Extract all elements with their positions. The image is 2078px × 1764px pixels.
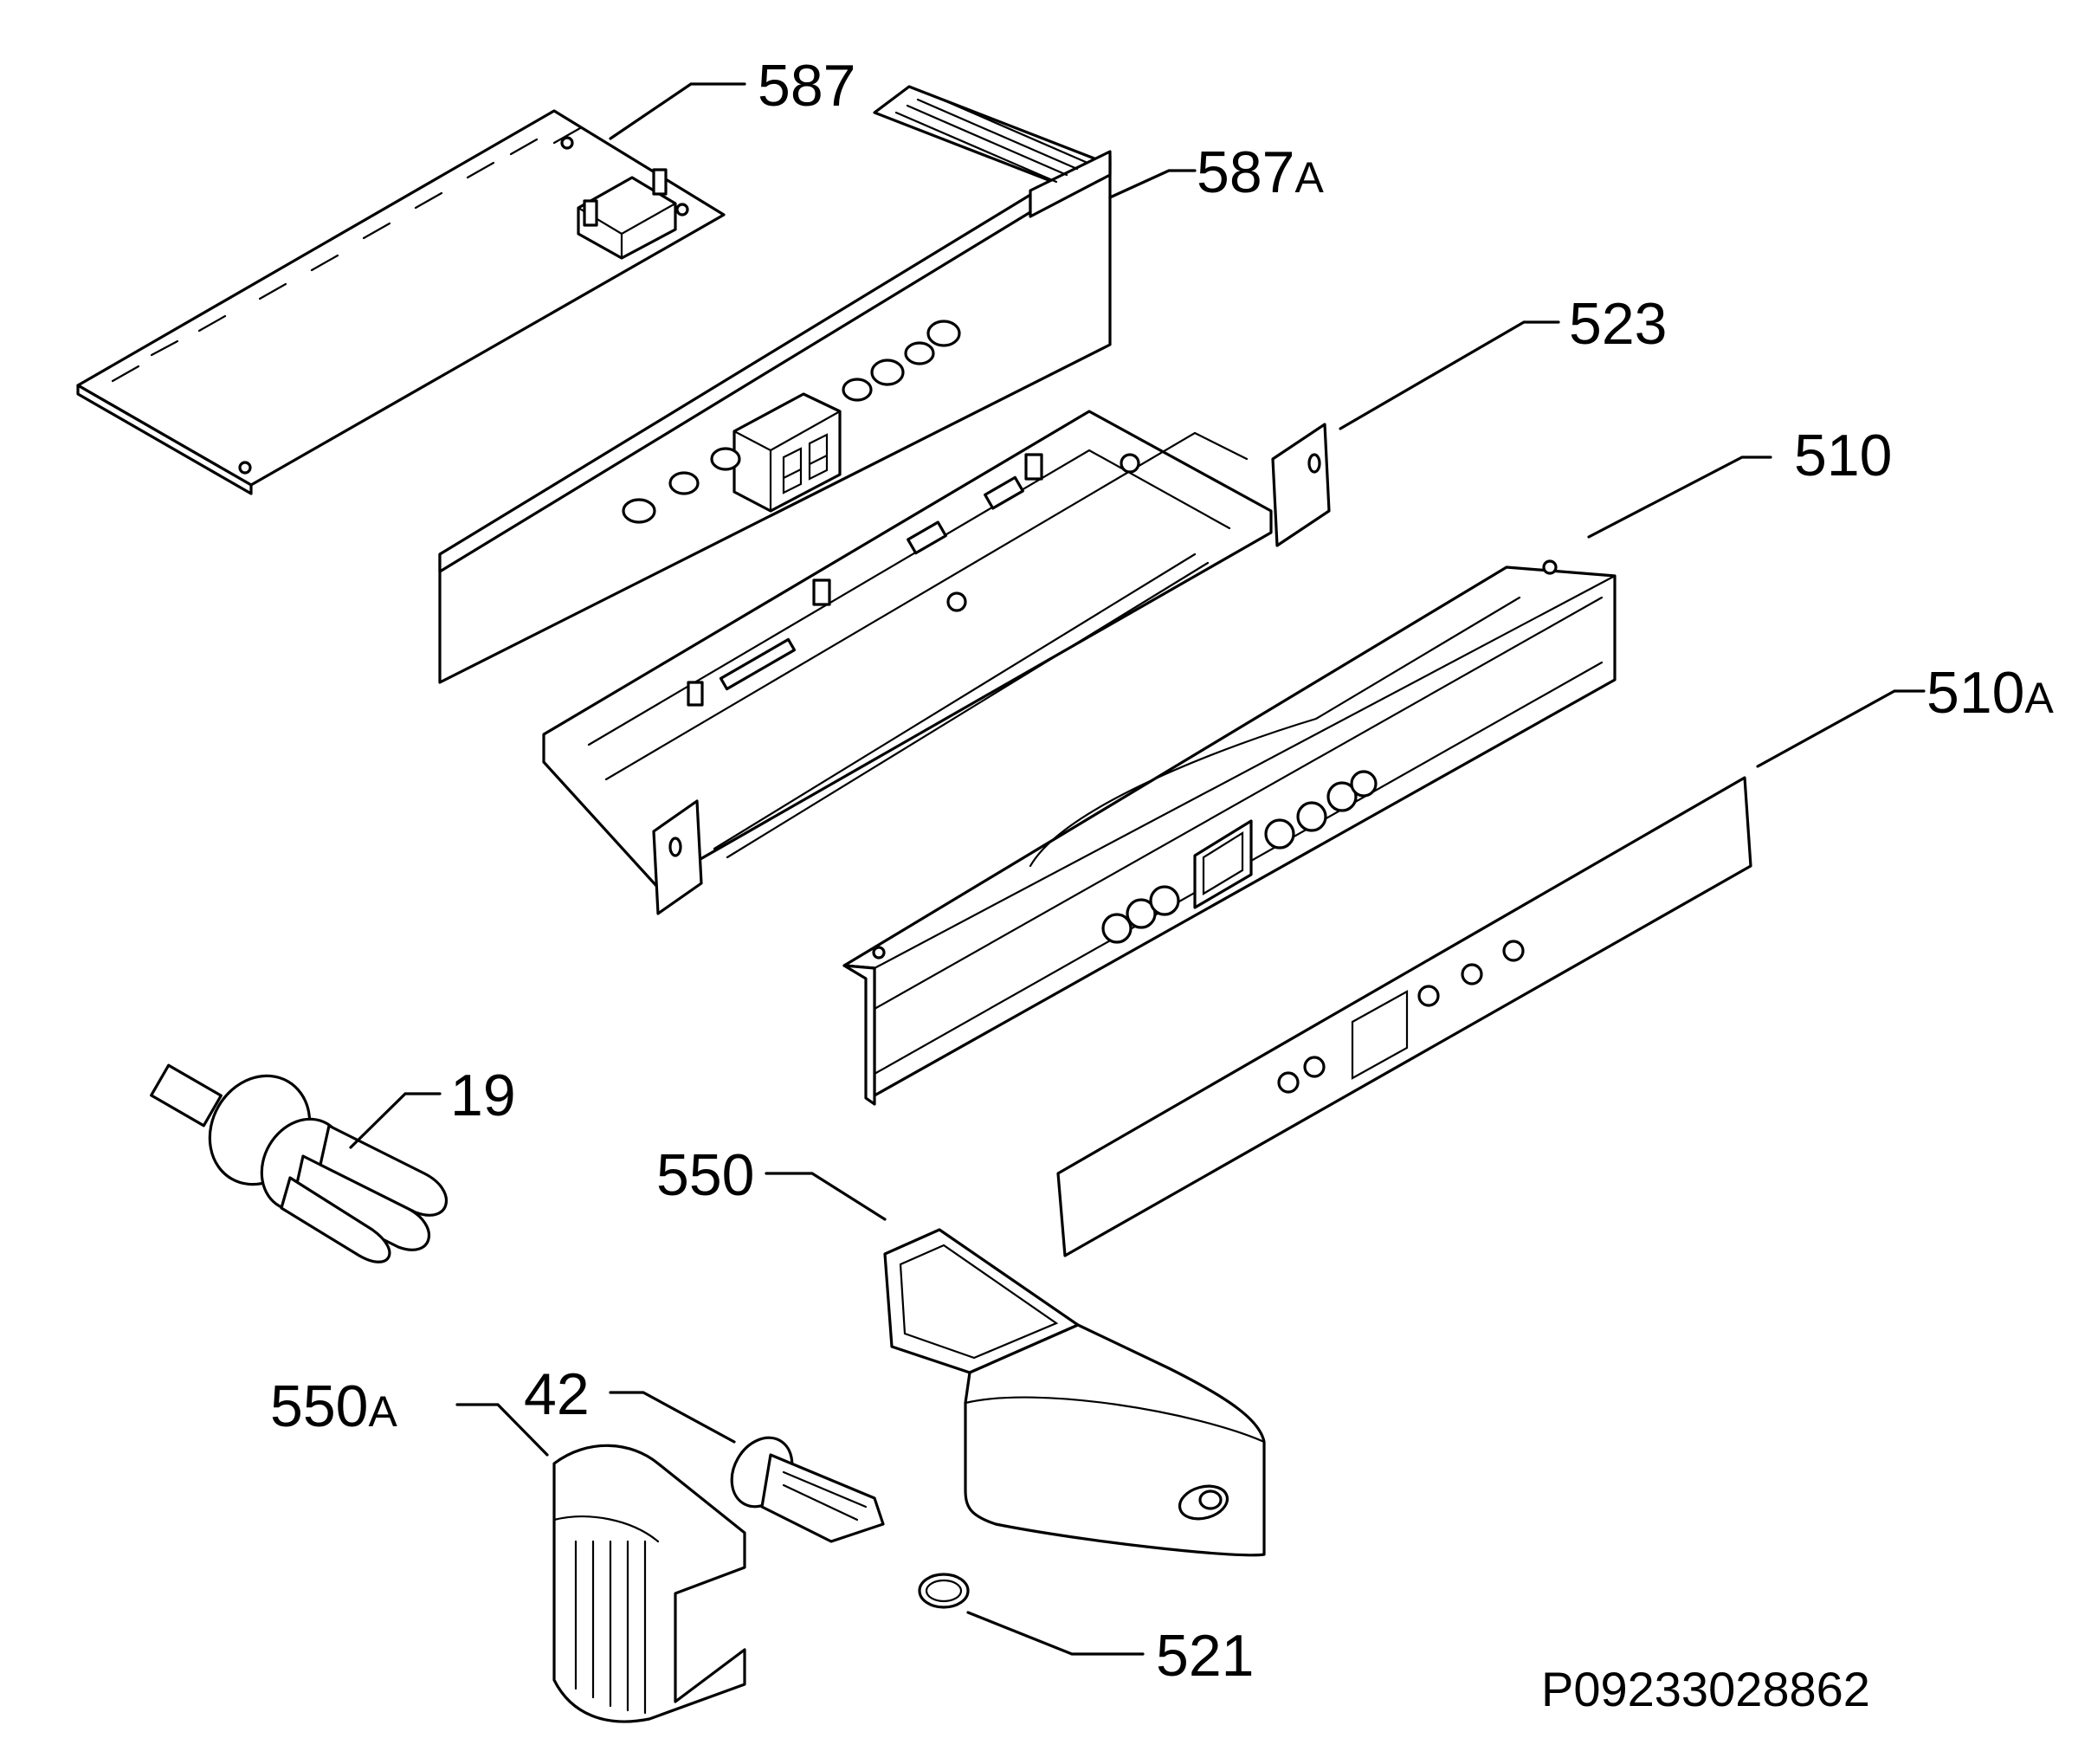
leader-lines [349, 82, 1926, 1656]
part-19-lamp [150, 1063, 449, 1263]
part-510a-fascia [1056, 776, 1752, 1257]
control-panel-knobs [1101, 770, 1378, 944]
callout-510: 510 [1794, 423, 1892, 488]
callout-587: 587 [758, 53, 855, 119]
reference-code: P09233028862 [1541, 1662, 1870, 1716]
part-587a-display-board [438, 85, 1112, 684]
callout-521: 521 [1156, 1623, 1254, 1689]
part-550a-cover [552, 1444, 746, 1723]
callout-587a: 587A [1197, 139, 1324, 205]
callout-523: 523 [1569, 291, 1667, 357]
callout-42: 42 [524, 1361, 590, 1427]
part-550-housing [883, 1228, 1266, 1557]
callout-labels: 587 587A 523 510 510A 19 550 550A 42 521 [270, 53, 2054, 1689]
callout-19: 19 [450, 1063, 516, 1128]
callout-550: 550 [656, 1142, 754, 1208]
part-521-o-ring [918, 1573, 970, 1609]
display-board-buttons [622, 320, 961, 524]
callout-510a: 510A [1926, 660, 2054, 726]
callout-550a: 550A [270, 1373, 397, 1439]
part-42-knob [730, 1436, 885, 1543]
part-587-pcb-board [76, 109, 726, 495]
part-510-control-panel [842, 559, 1617, 1106]
part-523-frame [542, 410, 1331, 915]
